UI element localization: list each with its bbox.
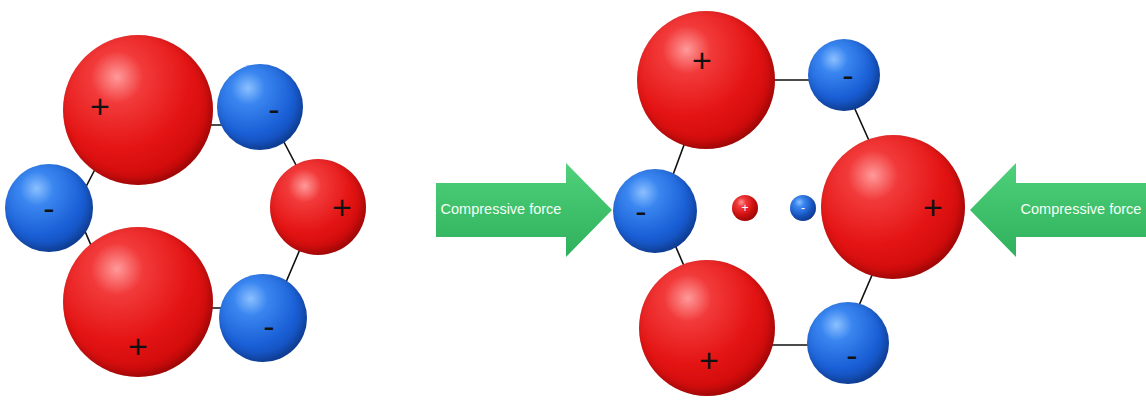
ion-sphere: + bbox=[821, 135, 965, 279]
ion-sphere: + bbox=[63, 35, 213, 185]
ion-sphere: - bbox=[613, 169, 697, 253]
charge-sign: - bbox=[842, 58, 853, 92]
arrow-body bbox=[970, 163, 1146, 257]
charge-sign: - bbox=[846, 338, 857, 372]
charge-sign: + bbox=[699, 343, 719, 377]
ion-sphere: - bbox=[790, 195, 816, 221]
ion-sphere: + bbox=[639, 260, 775, 396]
ion-sphere: - bbox=[219, 274, 307, 362]
charge-sign: - bbox=[263, 309, 274, 343]
force-arrow: Compressive force bbox=[436, 163, 612, 257]
charge-sign: + bbox=[692, 43, 712, 77]
ion-sphere: - bbox=[808, 39, 880, 111]
arrow-label-box: Compressive force bbox=[1020, 183, 1142, 237]
charge-sign: + bbox=[332, 190, 352, 224]
ion-sphere: + bbox=[270, 159, 366, 255]
charge-sign: - bbox=[268, 92, 279, 126]
arrow-label-box: Compressive force bbox=[440, 183, 562, 237]
ion-sphere: + bbox=[732, 195, 758, 221]
charge-sign: + bbox=[741, 202, 748, 214]
charge-sign: + bbox=[128, 329, 148, 363]
charge-sign: + bbox=[90, 89, 110, 123]
force-arrow: Compressive force bbox=[970, 163, 1146, 257]
charge-sign: + bbox=[923, 190, 943, 224]
ion-sphere: - bbox=[5, 164, 93, 252]
charge-sign: - bbox=[43, 191, 54, 225]
arrow-label: Compressive force bbox=[1021, 201, 1142, 218]
charge-sign: - bbox=[635, 194, 646, 228]
arrow-label: Compressive force bbox=[441, 201, 562, 218]
ion-sphere: + bbox=[637, 11, 775, 149]
charge-sign: - bbox=[801, 202, 805, 214]
arrow-body bbox=[436, 163, 612, 257]
ion-sphere: - bbox=[217, 64, 303, 150]
ion-sphere: - bbox=[807, 302, 889, 384]
ion-sphere: + bbox=[63, 227, 213, 377]
